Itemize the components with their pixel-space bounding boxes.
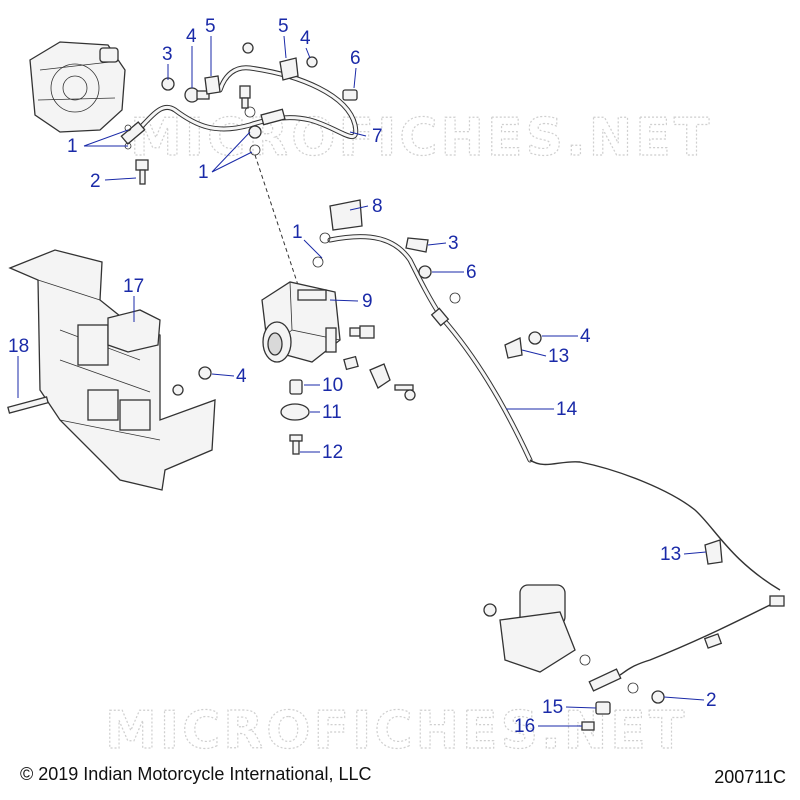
callout-6-mid: 6 <box>466 262 477 283</box>
callout-7: 7 <box>372 126 383 147</box>
callout-5-top-right: 5 <box>278 16 289 37</box>
callout-4-top: 4 <box>186 26 197 47</box>
callout-1-caliper: 1 <box>67 136 78 157</box>
callout-1-abs-washer: 1 <box>292 222 303 243</box>
callout-2-bottom: 2 <box>706 690 717 711</box>
callout-18: 18 <box>8 336 29 357</box>
callout-labels: 1 1 1 2 3 4 5 5 4 6 7 8 3 <box>8 16 717 737</box>
callout-15: 15 <box>542 697 563 718</box>
callout-4-bracket: 4 <box>236 366 247 387</box>
master-cylinder <box>483 584 665 731</box>
abs-module <box>261 281 375 363</box>
abs-hardware <box>280 355 416 455</box>
callout-4-top-right: 4 <box>300 28 311 49</box>
front-brake-line <box>120 65 359 145</box>
callout-10: 10 <box>322 375 343 396</box>
callout-11: 11 <box>322 402 342 423</box>
assembly-line <box>254 154 299 286</box>
caliper <box>29 41 126 133</box>
callout-6-top: 6 <box>350 48 361 69</box>
callout-3-mid: 3 <box>448 233 459 254</box>
copyright-notice: © 2019 Indian Motorcycle International, … <box>20 764 372 784</box>
bracket <box>7 249 216 491</box>
callout-4-right: 4 <box>580 326 591 347</box>
top-fasteners <box>124 42 358 185</box>
figure-number: 200711C <box>714 767 786 787</box>
watermark-bottom: MICROFICHES.NET <box>105 701 687 761</box>
rear-brake-line <box>327 234 785 676</box>
callout-2-top: 2 <box>90 171 101 192</box>
callout-3-top: 3 <box>162 44 173 65</box>
callout-1-washers: 1 <box>198 162 209 183</box>
callout-13-mid: 13 <box>548 346 569 367</box>
callout-17: 17 <box>123 276 144 297</box>
watermark-top: MICROFICHES.NET <box>130 108 712 168</box>
callout-14: 14 <box>556 399 578 420</box>
callout-8: 8 <box>372 196 383 217</box>
callout-13-bottom: 13 <box>660 544 681 565</box>
callout-5-top-left: 5 <box>205 16 216 37</box>
rear-line-fittings <box>312 199 723 565</box>
callout-9: 9 <box>362 291 373 312</box>
callout-16: 16 <box>514 716 535 737</box>
callout-12: 12 <box>322 442 343 463</box>
